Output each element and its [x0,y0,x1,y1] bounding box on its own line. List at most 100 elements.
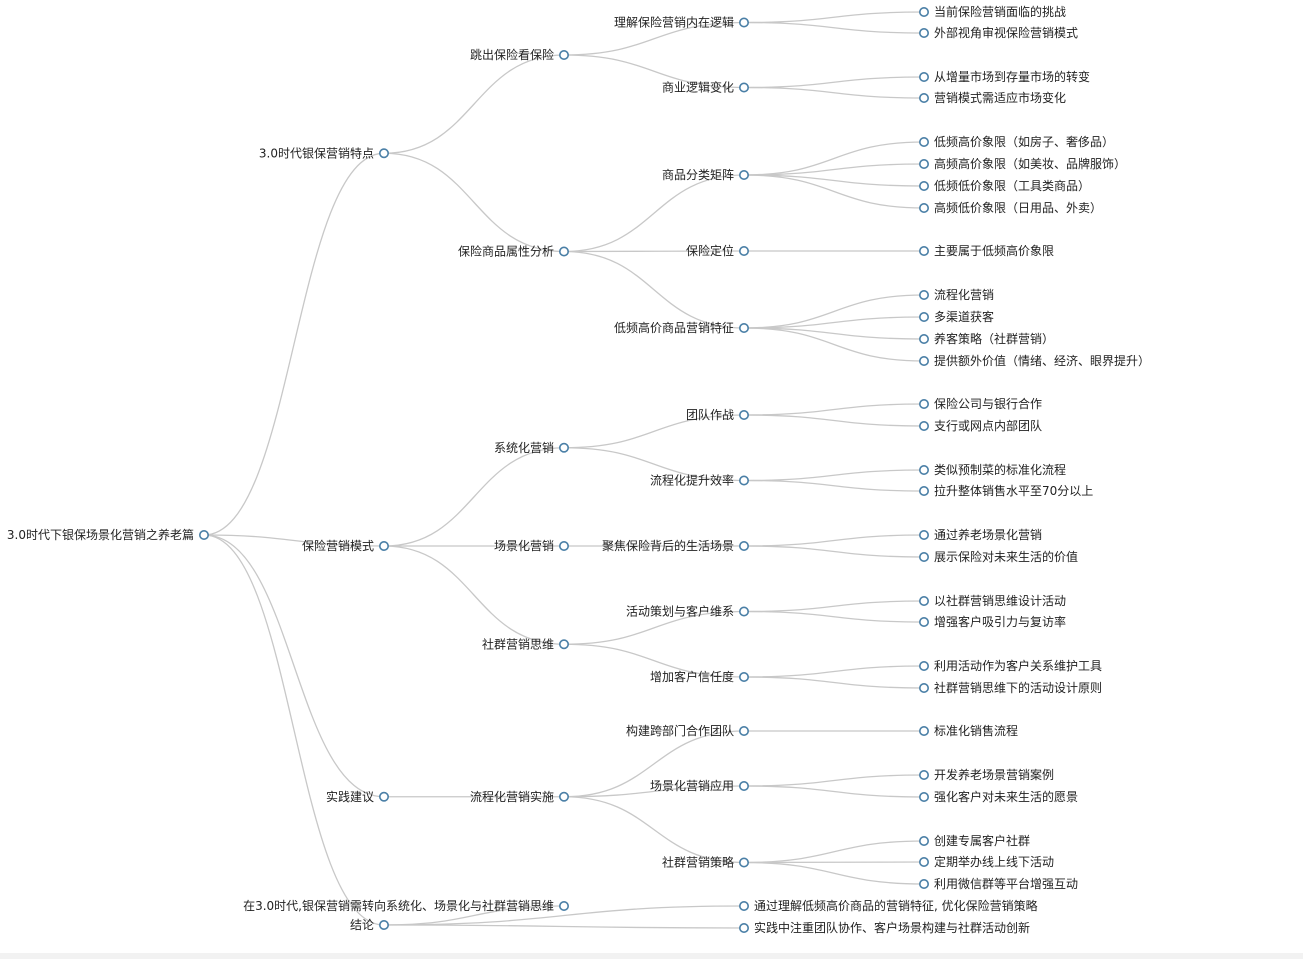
mindmap-node-root-1-2-0-1[interactable]: 增强客户吸引力与复访率 [918,614,1066,629]
mindmap-node-root-1-0-1[interactable]: 流程化提升效率 [650,473,749,488]
mindmap-node-root-1-0-1-1[interactable]: 拉升整体销售水平至70分以上 [918,483,1093,498]
node-toggle-circle[interactable] [738,671,749,682]
mindmap-node-root-2-0-1[interactable]: 场景化营销应用 [650,778,749,793]
node-toggle-circle[interactable] [738,409,749,420]
node-toggle-circle[interactable] [738,725,749,736]
mindmap-node-root-1-0-0-0[interactable]: 保险公司与银行合作 [918,396,1042,411]
mindmap-node-root-1-2-1[interactable]: 增加客户信任度 [650,669,749,684]
node-toggle-circle[interactable] [738,170,749,181]
node-toggle-circle[interactable] [918,551,929,562]
node-toggle-circle[interactable] [738,540,749,551]
mindmap-node-root-1-2-1-1[interactable]: 社群营销思维下的活动设计原则 [918,680,1102,695]
mindmap-node-root-1-1-0-1[interactable]: 展示保险对未来生活的价值 [918,549,1078,564]
mindmap-node-root-2-0-2-2[interactable]: 利用微信群等平台增强互动 [918,876,1078,891]
node-toggle-circle[interactable] [738,922,749,933]
node-toggle-circle[interactable] [918,398,929,409]
mindmap-node-root-0-1[interactable]: 保险商品属性分析 [458,244,569,259]
node-toggle-circle[interactable] [918,181,929,192]
mindmap-node-root-2-0-2-1[interactable]: 定期举办线上线下活动 [918,854,1054,869]
mindmap-node-root-1-1[interactable]: 场景化营销 [494,539,569,553]
mindmap-node-root-3[interactable]: 结论 [350,918,389,932]
mindmap-node-root-0-1-2-2[interactable]: 养客策略（社群营销） [918,331,1054,346]
mindmap-node-root-1-0-0[interactable]: 团队作战 [686,407,749,422]
mindmap-node-root-0-1-2-0[interactable]: 流程化营销 [918,287,994,302]
node-toggle-circle[interactable] [738,900,749,911]
node-toggle-circle[interactable] [558,900,569,911]
mindmap-node-root-3-2[interactable]: 实践中注重团队协作、客户场景构建与社群活动创新 [738,920,1030,935]
mindmap-node-root[interactable]: 3.0时代下银保场景化营销之养老篇 [7,527,210,542]
mindmap-node-root-0-0[interactable]: 跳出保险看保险 [470,47,569,62]
node-toggle-circle[interactable] [558,246,569,257]
mindmap-node-root-0-1-2-3[interactable]: 提供额外价值（情绪、经济、眼界提升） [918,353,1150,368]
node-toggle-circle[interactable] [558,639,569,650]
mindmap-node-root-0[interactable]: 3.0时代银保营销特点 [259,145,389,160]
mindmap-node-root-2-0-2[interactable]: 社群营销策略 [662,855,749,870]
mindmap-node-root-0-0-1[interactable]: 商业逻辑变化 [662,80,749,95]
mindmap-node-root-2-0-1-0[interactable]: 开发养老场景营销案例 [918,767,1054,782]
mindmap-node-root-0-1-2[interactable]: 低频高价商品营销特征 [614,320,749,335]
node-toggle-circle[interactable] [918,791,929,802]
mindmap-node-root-0-0-1-1[interactable]: 营销模式需适应市场变化 [918,90,1066,105]
node-toggle-circle[interactable] [918,159,929,170]
mindmap-node-root-2-0[interactable]: 流程化营销实施 [470,789,569,804]
node-toggle-circle[interactable] [918,355,929,366]
node-toggle-circle[interactable] [558,540,569,551]
mindmap-node-root-1-0[interactable]: 系统化营销 [494,441,569,455]
node-toggle-circle[interactable] [738,82,749,93]
node-toggle-circle[interactable] [738,475,749,486]
mindmap-node-root-1-2-1-0[interactable]: 利用活动作为客户关系维护工具 [918,658,1102,673]
mindmap-node-root-0-0-0-1[interactable]: 外部视角审视保险营销模式 [918,25,1078,40]
mindmap-node-root-2[interactable]: 实践建议 [326,789,389,804]
mindmap-node-root-3-0[interactable]: 在3.0时代,银保营销需转向系统化、场景化与社群营销思维 [243,898,569,913]
node-toggle-circle[interactable] [738,857,749,868]
node-toggle-circle[interactable] [199,529,210,540]
node-toggle-circle[interactable] [918,878,929,889]
node-toggle-circle[interactable] [738,246,749,257]
mindmap-node-root-1-1-0[interactable]: 聚焦保险背后的生活场景 [602,538,749,553]
node-toggle-circle[interactable] [918,595,929,606]
node-toggle-circle[interactable] [558,791,569,802]
node-toggle-circle[interactable] [918,7,929,17]
node-toggle-circle[interactable] [918,856,929,867]
mindmap-node-root-0-1-2-1[interactable]: 多渠道获客 [918,309,994,324]
node-toggle-circle[interactable] [918,203,929,214]
node-toggle-circle[interactable] [738,322,749,333]
mindmap-node-root-1-2-0-0[interactable]: 以社群营销思维设计活动 [918,593,1066,608]
node-toggle-circle[interactable] [918,529,929,540]
mindmap-node-root-0-1-1-0[interactable]: 主要属于低频高价象限 [918,243,1054,258]
node-toggle-circle[interactable] [378,919,389,930]
node-toggle-circle[interactable] [918,464,929,475]
mindmap-node-root-3-1[interactable]: 通过理解低频高价商品的营销特征, 优化保险营销策略 [738,898,1038,913]
mindmap-node-root-2-0-1-1[interactable]: 强化客户对未来生活的愿景 [918,789,1078,804]
node-toggle-circle[interactable] [918,835,929,846]
node-toggle-circle[interactable] [918,137,929,148]
mindmap-node-root-1-2-0[interactable]: 活动策划与客户维系 [626,604,749,619]
node-toggle-circle[interactable] [738,17,749,28]
mindmap-node-root-0-0-1-0[interactable]: 从增量市场到存量市场的转变 [918,69,1090,84]
node-toggle-circle[interactable] [738,780,749,791]
node-toggle-circle[interactable] [918,72,929,83]
mindmap-node-root-0-1-0-2[interactable]: 低频低价象限（工具类商品） [918,178,1090,193]
node-toggle-circle[interactable] [558,442,569,453]
mindmap-node-root-2-0-2-0[interactable]: 创建专属客户社群 [918,833,1030,848]
mindmap-node-root-0-1-0-0[interactable]: 低频高价象限（如房子、奢侈品） [918,134,1114,149]
node-toggle-circle[interactable] [918,93,929,104]
mindmap-node-root-1-1-0-0[interactable]: 通过养老场景化营销 [918,527,1042,542]
node-toggle-circle[interactable] [918,682,929,693]
mindmap-node-root-0-1-0-3[interactable]: 高频低价象限（日用品、外卖） [918,200,1102,215]
node-toggle-circle[interactable] [918,616,929,627]
mindmap-node-root-2-0-0-0[interactable]: 标准化销售流程 [918,723,1018,738]
node-toggle-circle[interactable] [378,791,389,802]
node-toggle-circle[interactable] [918,485,929,496]
node-toggle-circle[interactable] [918,311,929,322]
mindmap-node-root-1-2[interactable]: 社群营销思维 [482,636,569,651]
mindmap-node-root-0-1-1[interactable]: 保险定位 [686,243,749,258]
node-toggle-circle[interactable] [558,49,569,60]
mindmap-node-root-2-0-0[interactable]: 构建跨部门合作团队 [626,723,749,738]
node-toggle-circle[interactable] [918,27,929,38]
mindmap-node-root-1-0-0-1[interactable]: 支行或网点内部团队 [918,418,1042,433]
mindmap-node-root-0-0-0[interactable]: 理解保险营销内在逻辑 [614,15,749,30]
node-toggle-circle[interactable] [918,420,929,431]
node-toggle-circle[interactable] [918,769,929,780]
node-toggle-circle[interactable] [378,540,389,551]
